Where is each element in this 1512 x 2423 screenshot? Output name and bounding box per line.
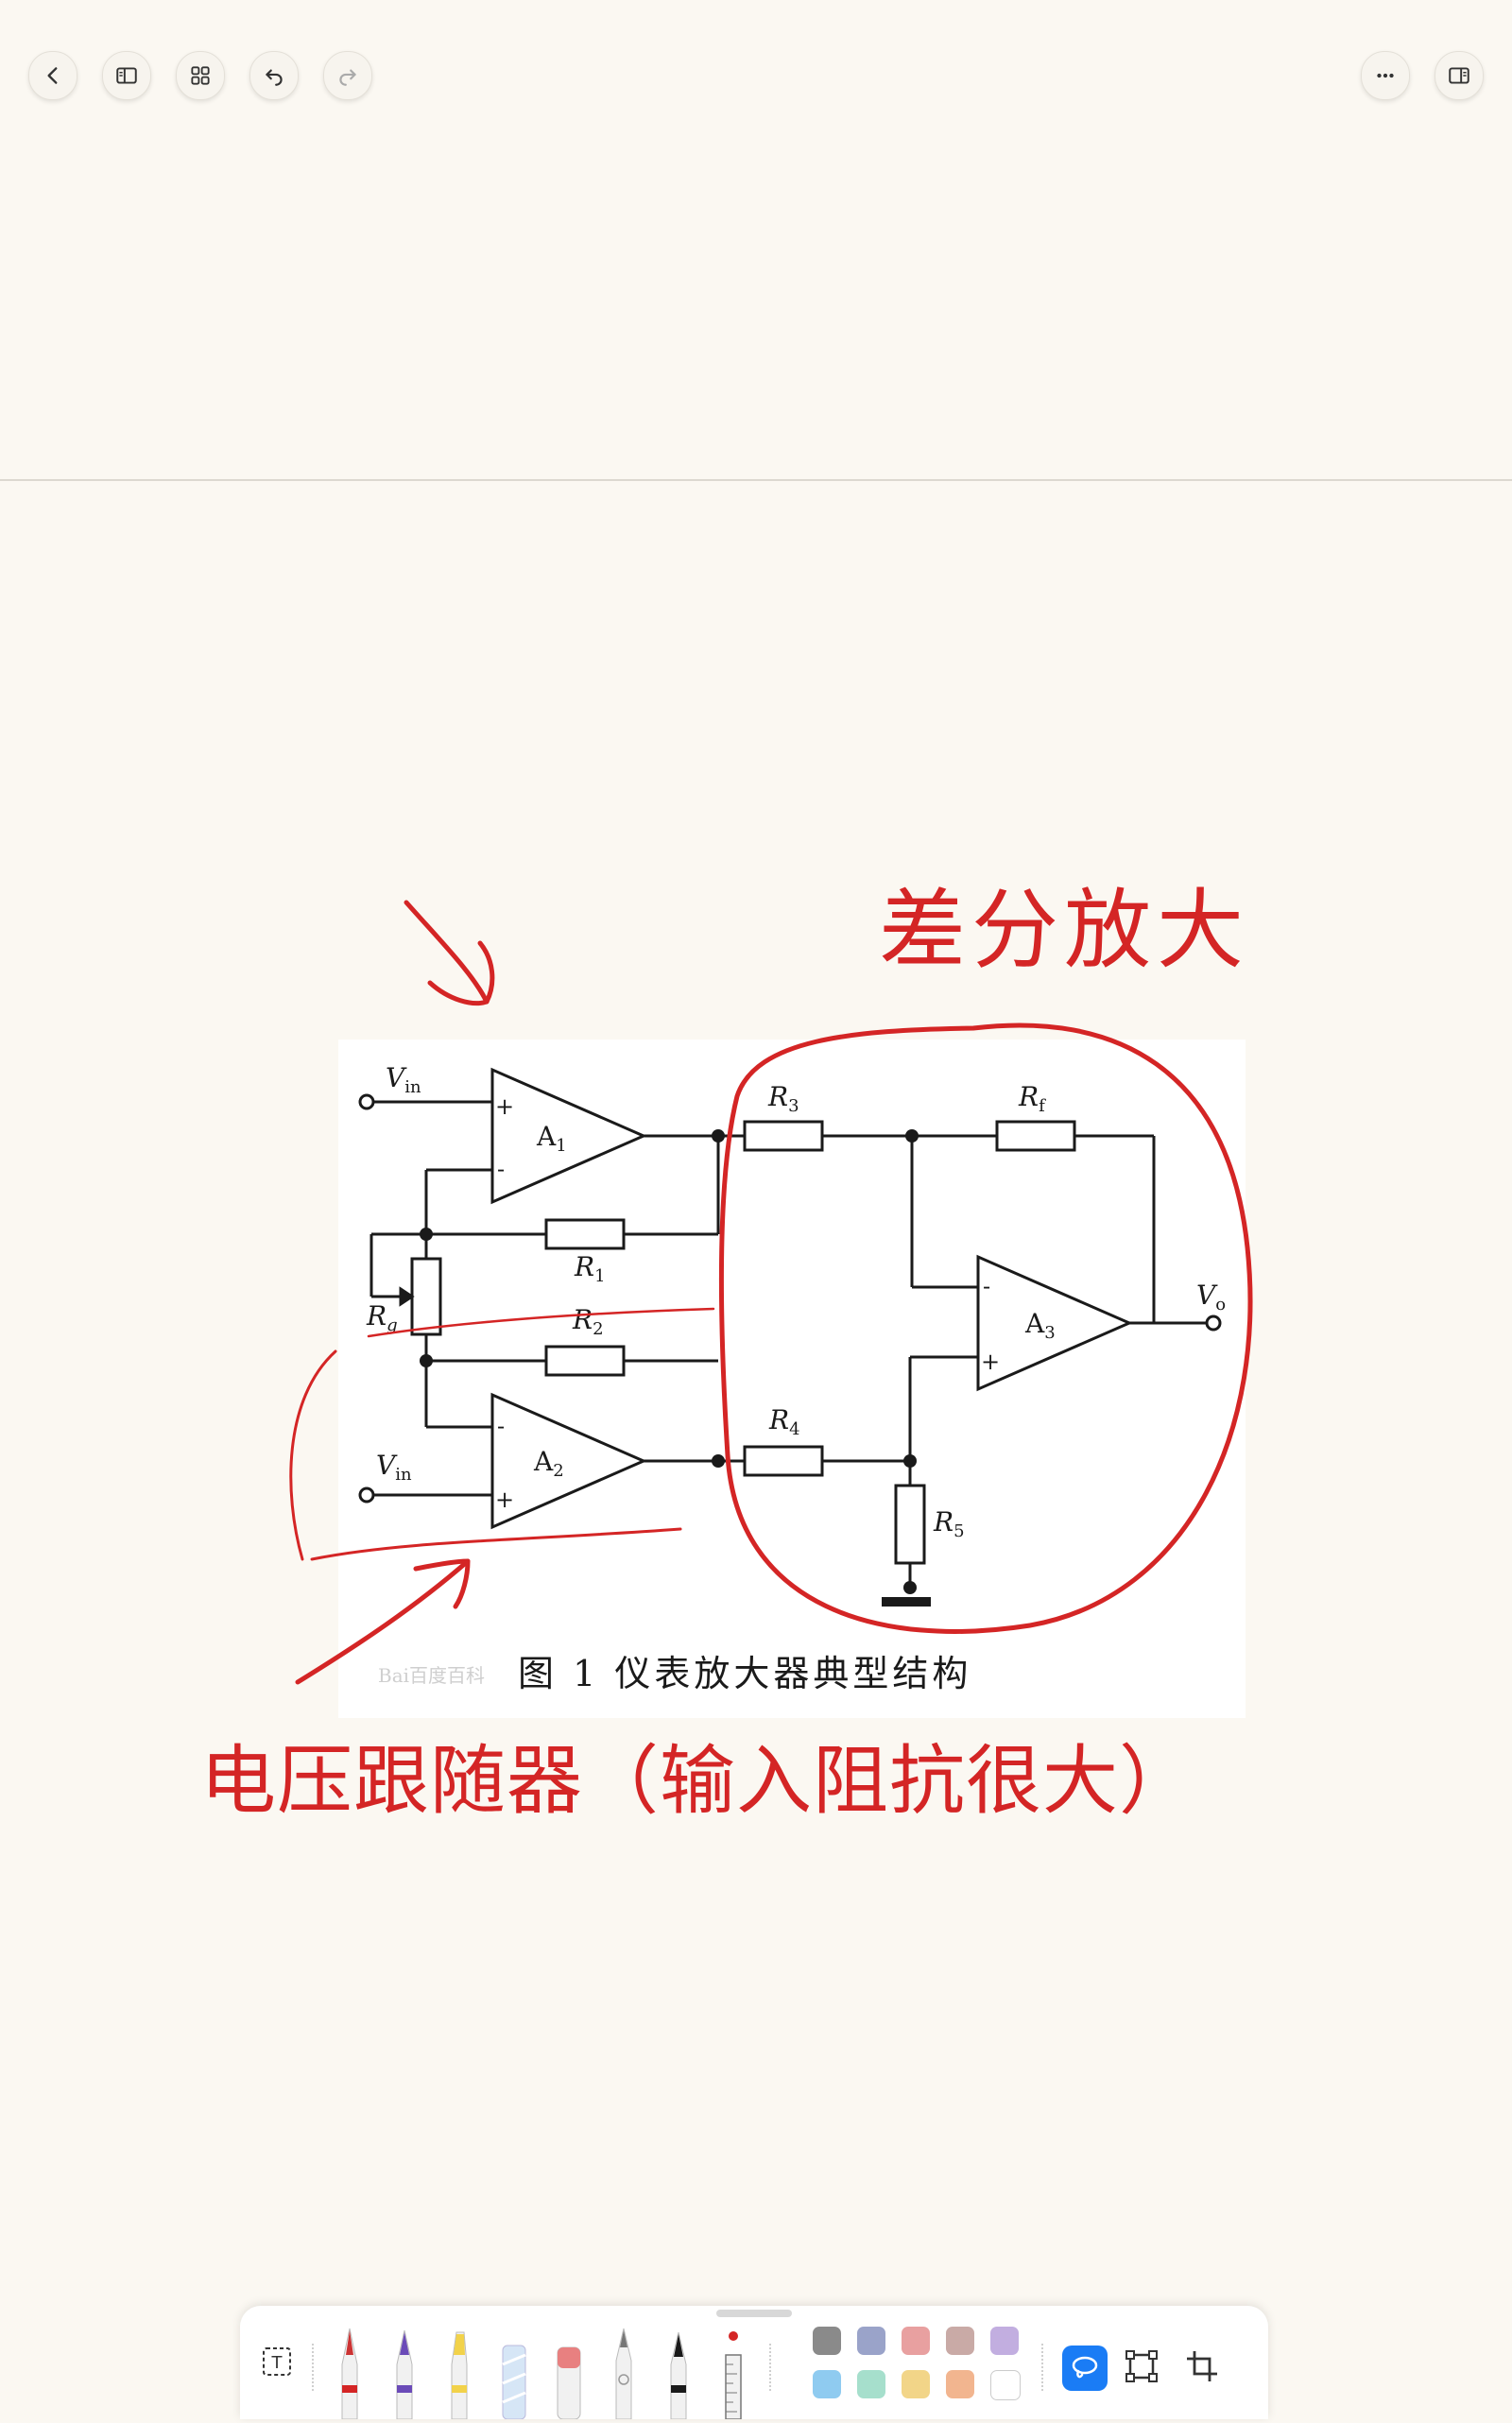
- text-tool-button[interactable]: T: [261, 2346, 293, 2378]
- redo-icon: [339, 69, 356, 86]
- toolbar-separator: [769, 2344, 773, 2391]
- svg-text:A3: A3: [1024, 1308, 1056, 1343]
- color-swatch-mauve[interactable]: [946, 2327, 974, 2355]
- highlighter-yellow-icon: [451, 2331, 468, 2420]
- svg-text:R5: R5: [933, 1506, 965, 1541]
- color-swatch-peach[interactable]: [946, 2370, 974, 2398]
- toolbar-separator: [1041, 2344, 1045, 2391]
- highlighter-yellow-tool[interactable]: [440, 2327, 478, 2423]
- a2-plus-sign: +: [495, 1486, 514, 1513]
- svg-text:A1: A1: [536, 1121, 567, 1156]
- more-button[interactable]: [1361, 51, 1410, 100]
- svg-text:T: T: [271, 2353, 284, 2373]
- svg-text:A2: A2: [533, 1446, 564, 1481]
- drawing-toolbar: T: [240, 2306, 1268, 2420]
- rg-label: R: [366, 1300, 387, 1332]
- back-button[interactable]: [28, 51, 77, 100]
- redo-button[interactable]: [323, 51, 372, 100]
- input-label-top: V: [386, 1062, 407, 1093]
- a1-minus-sign: -: [497, 1156, 505, 1182]
- annotation-voltage-follower: 电压跟随器（输入阻抗很大）: [200, 1737, 1195, 1825]
- marker-purple-tool[interactable]: [386, 2327, 423, 2423]
- op-amp-a1: [490, 1067, 647, 1205]
- color-swatch-mint[interactable]: [857, 2370, 885, 2398]
- op-amp-a3-label: A: [1024, 1308, 1045, 1339]
- fountain-pen-icon: [341, 2328, 358, 2420]
- r3-label: R: [767, 1081, 788, 1112]
- fountain-pen-tool[interactable]: [331, 2327, 369, 2423]
- input-label-bottom: V: [376, 1450, 398, 1481]
- r4-label: R: [768, 1404, 789, 1435]
- marker-purple-icon: [396, 2329, 413, 2420]
- svg-text:Vin: Vin: [376, 1450, 412, 1485]
- ruler-pen-icon: [725, 2331, 742, 2420]
- svg-text:R2: R2: [572, 1304, 604, 1339]
- svg-text:Vo: Vo: [1196, 1280, 1226, 1315]
- color-swatch-periwinkle[interactable]: [857, 2327, 885, 2355]
- page-divider: [0, 479, 1512, 481]
- op-amp-a1-label: A: [536, 1121, 557, 1152]
- ink-bracket-left: [289, 1349, 337, 1561]
- svg-text:Rg: Rg: [366, 1300, 398, 1335]
- svg-text:R4: R4: [768, 1404, 800, 1439]
- a3-minus-sign: -: [983, 1273, 990, 1299]
- circuit-diagram-image[interactable]: Vin Vin A1 A2 A3 Rg R1 R2 R3 R4 R5 Rf Vo…: [338, 1040, 1246, 1718]
- selection-icon: [1125, 2350, 1158, 2382]
- crop-icon: [1187, 2351, 1217, 2381]
- color-swatch-yellow[interactable]: [902, 2370, 930, 2398]
- color-swatch-pink[interactable]: [902, 2327, 930, 2355]
- a3-plus-sign: +: [981, 1349, 1000, 1375]
- sidebar-icon: [116, 67, 137, 84]
- diagram-caption: 图 1 仪表放大器典型结构: [518, 1653, 971, 1694]
- annotation-differential-amplifier: 差分放大: [879, 880, 1250, 981]
- svg-text:R3: R3: [767, 1081, 799, 1116]
- undo-icon: [266, 69, 283, 86]
- toolbar-drag-handle[interactable]: [716, 2310, 792, 2317]
- crop-tool-button[interactable]: [1183, 2347, 1221, 2389]
- chevron-left-icon: [47, 67, 58, 84]
- sidebar-button[interactable]: [102, 51, 151, 100]
- svg-text:R1: R1: [574, 1251, 606, 1286]
- lasso-icon: [1072, 2356, 1098, 2379]
- eraser-tool[interactable]: [550, 2327, 588, 2423]
- brush-pen-icon: [670, 2331, 687, 2420]
- svg-text:Vin: Vin: [386, 1062, 421, 1097]
- color-swatch-sky[interactable]: [813, 2370, 841, 2398]
- washi-tape-tool[interactable]: [495, 2327, 533, 2423]
- toolbar-separator: [312, 2344, 316, 2391]
- washi-tape-icon: [502, 2345, 526, 2420]
- r1-label: R: [574, 1251, 594, 1282]
- grid-icon: [191, 66, 210, 85]
- ink-arrow-top-shaft: [404, 900, 490, 1005]
- ink-arrow-top-head: [427, 940, 495, 1006]
- color-swatch-lavender[interactable]: [990, 2327, 1019, 2355]
- r5-label: R: [933, 1506, 954, 1538]
- brush-pen-tool[interactable]: [660, 2327, 697, 2423]
- color-swatch-white[interactable]: [990, 2370, 1021, 2400]
- grid-view-button[interactable]: [176, 51, 225, 100]
- op-amp-a2: [490, 1392, 647, 1530]
- ruler-pen-tool[interactable]: [714, 2327, 752, 2423]
- more-icon: [1377, 73, 1394, 78]
- selection-tool-button[interactable]: [1123, 2347, 1160, 2389]
- r2-label: R: [572, 1304, 593, 1335]
- watermark: Bai百度百科: [378, 1664, 485, 1687]
- pencil-tool[interactable]: [605, 2327, 643, 2423]
- undo-button[interactable]: [249, 51, 299, 100]
- lasso-tool-button[interactable]: [1062, 2346, 1108, 2391]
- eraser-icon: [557, 2346, 581, 2420]
- panel-button[interactable]: [1435, 51, 1484, 100]
- op-amp-a2-label: A: [533, 1446, 554, 1477]
- color-swatch-gray[interactable]: [813, 2327, 841, 2355]
- panel-icon: [1449, 67, 1469, 84]
- svg-text:Rf: Rf: [1018, 1081, 1046, 1116]
- pencil-icon: [615, 2328, 632, 2420]
- rf-label: R: [1018, 1081, 1039, 1112]
- text-box-icon: T: [263, 2347, 291, 2376]
- a1-plus-sign: +: [495, 1093, 514, 1120]
- a2-minus-sign: -: [497, 1413, 505, 1439]
